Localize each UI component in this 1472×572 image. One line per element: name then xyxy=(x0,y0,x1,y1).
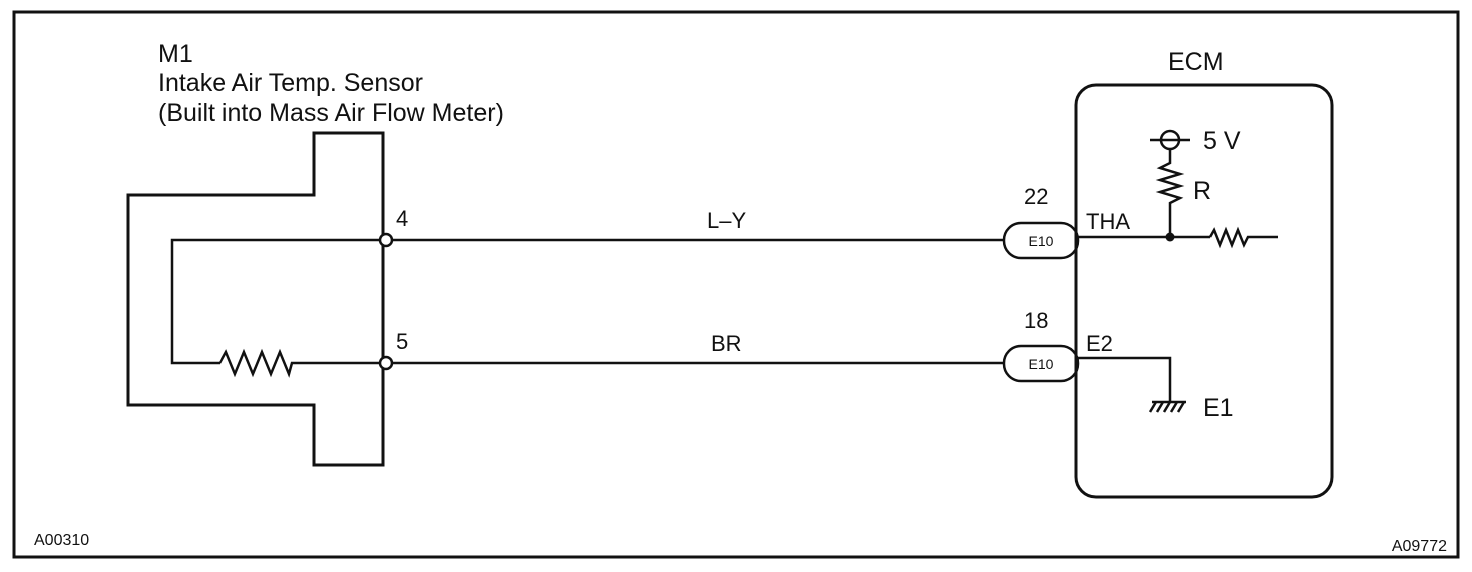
sensor-pin-5 xyxy=(378,355,394,371)
sensor-thermistor xyxy=(218,348,383,378)
sensor-pin-5-label: 5 xyxy=(396,329,408,354)
ecm-box xyxy=(1074,83,1334,499)
ecm-title: ECM xyxy=(1168,48,1224,76)
connector-e10-signal-code: E10 xyxy=(1029,233,1054,249)
e2-terminal-label: E2 xyxy=(1086,331,1113,356)
e1-ground-label: E1 xyxy=(1203,394,1234,422)
connector-e10-ground-code: E10 xyxy=(1029,356,1054,372)
sensor-pin-4 xyxy=(378,232,394,248)
sensor-name: Intake Air Temp. Sensor xyxy=(158,69,423,97)
connector-e10-ground xyxy=(1002,344,1080,383)
e2-ground-line xyxy=(1078,356,1172,402)
pullup-resistor xyxy=(1155,149,1185,237)
sensor-housing xyxy=(126,131,385,467)
tha-terminal-label: THA xyxy=(1086,209,1130,234)
sensor-pin-4-label: 4 xyxy=(396,206,408,231)
tha-input-resistor xyxy=(1208,226,1278,249)
diagram-frame xyxy=(12,10,1460,559)
wire-signal-color: L–Y xyxy=(707,208,746,233)
connector-e10-ground-pin: 18 xyxy=(1024,308,1048,333)
connector-e10-signal xyxy=(1002,221,1080,260)
connector-e10-signal-pin: 22 xyxy=(1024,184,1048,209)
sensor-internal-loop xyxy=(170,238,383,365)
pullup-resistor-label: R xyxy=(1193,177,1211,205)
wire-ground-color: BR xyxy=(711,331,742,356)
sensor-note: (Built into Mass Air Flow Meter) xyxy=(158,99,504,127)
figure-code-left: A00310 xyxy=(34,532,89,549)
figure-code-right: A09772 xyxy=(1392,538,1447,555)
sensor-id: M1 xyxy=(158,40,193,68)
tha-junction xyxy=(1165,232,1175,242)
supply-5v-label: 5 V xyxy=(1203,127,1241,155)
chassis-ground-icon xyxy=(1148,400,1186,413)
